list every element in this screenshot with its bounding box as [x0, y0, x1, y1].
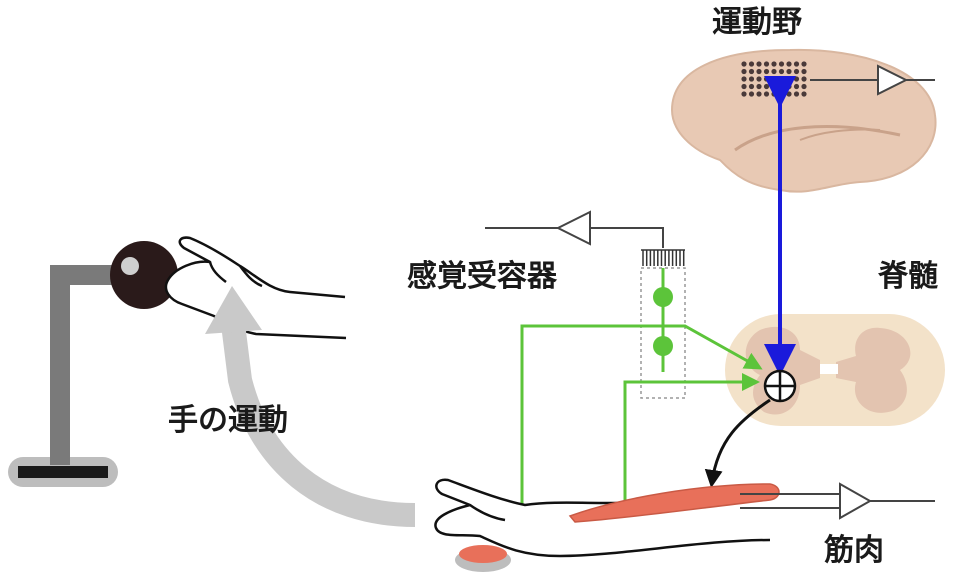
- electrode-dot: [763, 76, 770, 82]
- electrode-dot: [748, 76, 755, 82]
- electrode-dot: [771, 61, 777, 67]
- muscle-output-arrow: [740, 482, 935, 520]
- efferent-arrow: [704, 398, 771, 488]
- electrode-dot: [748, 61, 755, 67]
- handle-device: [8, 241, 178, 487]
- electrode-dot: [786, 91, 792, 97]
- electrode-dot: [793, 68, 800, 75]
- electrode-dot: [801, 83, 807, 90]
- electrode-dot: [778, 61, 785, 67]
- electrode-dot: [786, 83, 792, 90]
- hand-movement-arrow: [205, 286, 416, 527]
- electrode-dot: [801, 68, 807, 75]
- green-afferent-pathways: [520, 324, 763, 510]
- sensory-receptor: [640, 249, 686, 399]
- electrode-dot: [748, 68, 755, 75]
- sensory-output-arrow: [485, 210, 664, 248]
- electrode-dot: [801, 61, 807, 67]
- receptor-node-1: [653, 287, 673, 307]
- electrode-dot: [748, 91, 755, 97]
- electrode-dot: [771, 91, 777, 97]
- device-knob: [110, 241, 178, 309]
- electrode-dot: [741, 91, 747, 97]
- electrode-dot: [771, 83, 777, 90]
- label-sensory-receptor: 感覚受容器: [407, 259, 557, 294]
- electrode-dot: [741, 83, 747, 90]
- electrode-dot: [756, 83, 762, 90]
- electrode-dot: [763, 83, 770, 90]
- brain-outline: [670, 48, 937, 193]
- electrode-dot: [748, 83, 755, 90]
- electrode-dot: [786, 61, 792, 67]
- red-button: [455, 545, 511, 572]
- electrode-dot: [741, 61, 747, 67]
- device-arm: [50, 265, 130, 285]
- receptor-comb: [641, 249, 685, 266]
- electrode-dot: [793, 76, 800, 82]
- device-knob-highlight: [121, 257, 139, 275]
- summation-node: [763, 369, 797, 403]
- electrode-dot: [786, 68, 792, 75]
- electrode-dot: [756, 91, 762, 97]
- electrode-dot: [771, 76, 777, 82]
- electrode-dot: [741, 68, 747, 75]
- electrode-dot: [756, 61, 762, 67]
- receptor-node-2: [653, 336, 673, 356]
- electrode-dot: [756, 76, 762, 82]
- label-spinal-cord: 脊髄: [878, 259, 938, 294]
- electrode-dot: [786, 76, 792, 82]
- electrode-dot: [763, 91, 770, 97]
- electrode-dot: [801, 76, 807, 82]
- electrode-dot: [741, 76, 747, 82]
- electrode-dot: [801, 91, 807, 97]
- label-muscle: 筋肉: [824, 533, 884, 568]
- device-base-slot: [18, 466, 108, 478]
- electrode-dot: [763, 61, 770, 67]
- electrode-dot: [793, 91, 800, 97]
- receptor-column: [640, 267, 686, 399]
- electrode-dot: [778, 76, 785, 82]
- brain: [670, 48, 937, 193]
- label-motor-cortex: 運動野: [712, 5, 802, 40]
- electrode-dot: [756, 68, 762, 75]
- grey-matter-right: [836, 327, 911, 413]
- electrode-dot: [771, 68, 777, 75]
- electrode-dot: [778, 83, 785, 90]
- upper-hand: [164, 236, 347, 340]
- electrode-dot: [793, 61, 800, 67]
- device-pole: [50, 265, 70, 465]
- electrode-dot: [763, 68, 770, 75]
- electrode-dot: [778, 68, 785, 75]
- brain-output-arrow: [810, 64, 935, 96]
- electrode-dot: [793, 83, 800, 90]
- label-hand-movement: 手の運動: [168, 403, 288, 438]
